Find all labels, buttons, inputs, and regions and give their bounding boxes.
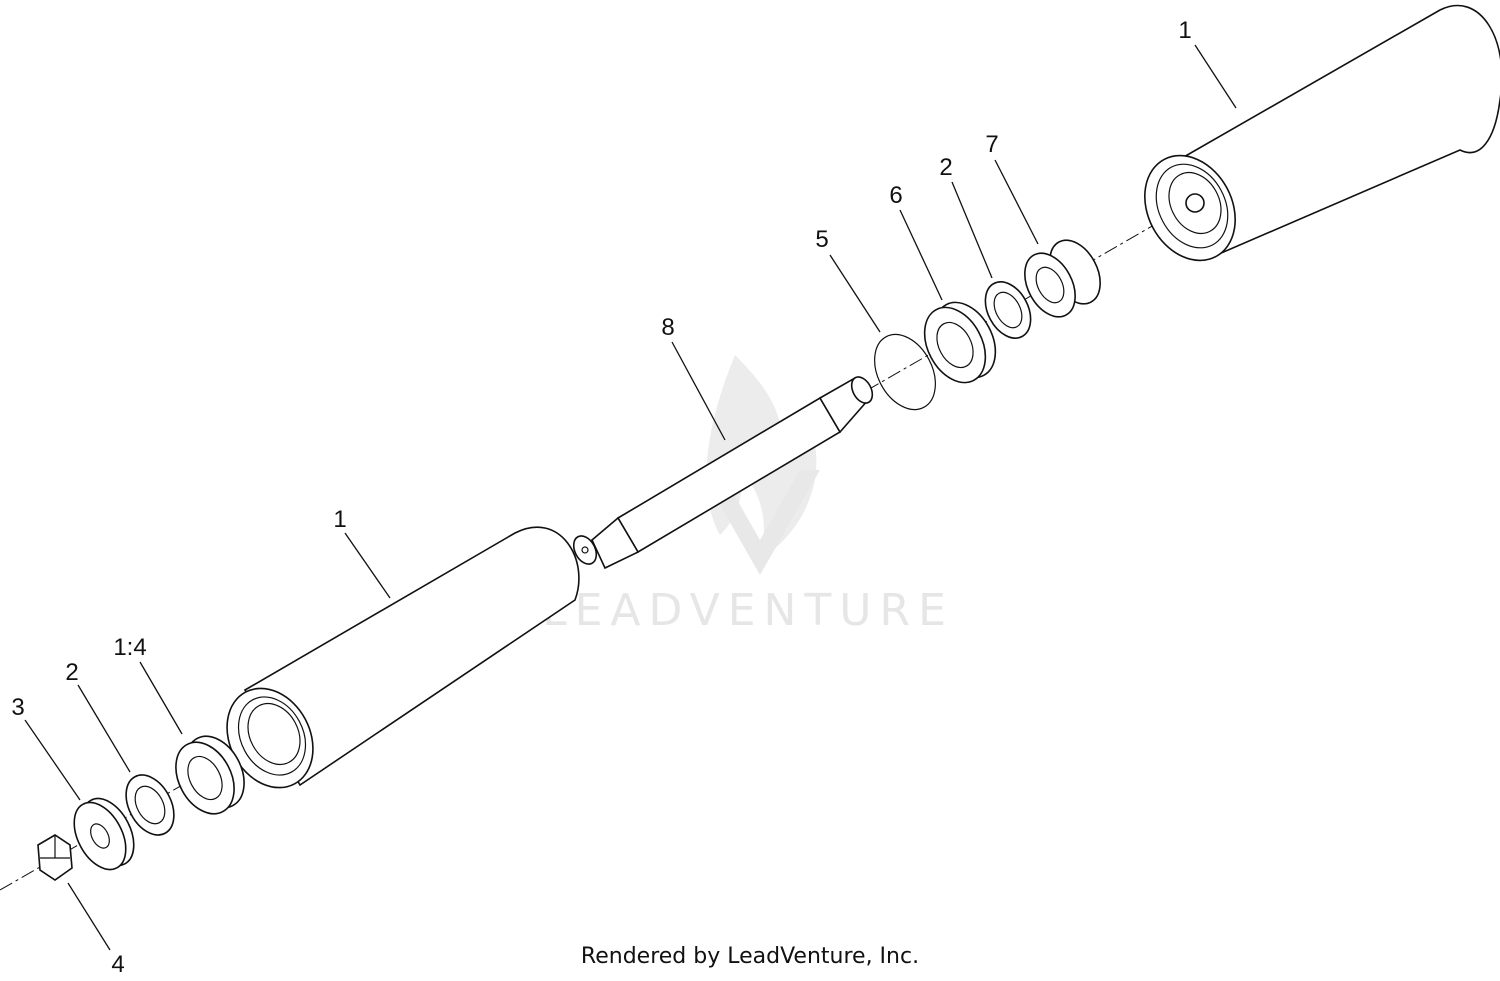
snap-ring-part-5 <box>874 333 936 411</box>
bearing-part-1-4 <box>175 735 245 815</box>
render-credit: Rendered by LeadVenture, Inc. <box>580 944 920 969</box>
shaft-part-8 <box>572 376 874 570</box>
hex-nut-part-4 <box>37 834 73 881</box>
callout-8: 8 <box>661 314 674 341</box>
watermark: LEADVENTURE <box>542 355 954 636</box>
leader-lines <box>24 44 1237 951</box>
washer-part-2-right <box>984 281 1032 339</box>
watermark-text: LEADVENTURE <box>542 585 954 636</box>
flat-washer-part-3 <box>73 797 135 871</box>
pulley-part-7 <box>1024 239 1101 318</box>
callout-7: 7 <box>985 131 998 158</box>
callout-4: 4 <box>111 951 124 978</box>
callout-3: 3 <box>11 694 24 721</box>
callout-6: 6 <box>889 182 902 209</box>
callout-labels: 1 7 2 6 5 8 1 1:4 2 3 4 <box>11 17 1191 978</box>
roller-tube-left <box>226 526 580 789</box>
callout-5: 5 <box>815 226 828 253</box>
callout-1-left: 1 <box>333 506 346 533</box>
roller-tube-right <box>1144 4 1500 262</box>
callout-2-left: 2 <box>65 659 78 686</box>
callout-2-right: 2 <box>939 154 952 181</box>
washer-part-2-left <box>125 774 175 836</box>
bearing-part-6 <box>923 301 997 384</box>
callout-1-4: 1:4 <box>113 634 146 661</box>
callout-1-right: 1 <box>1178 17 1191 44</box>
